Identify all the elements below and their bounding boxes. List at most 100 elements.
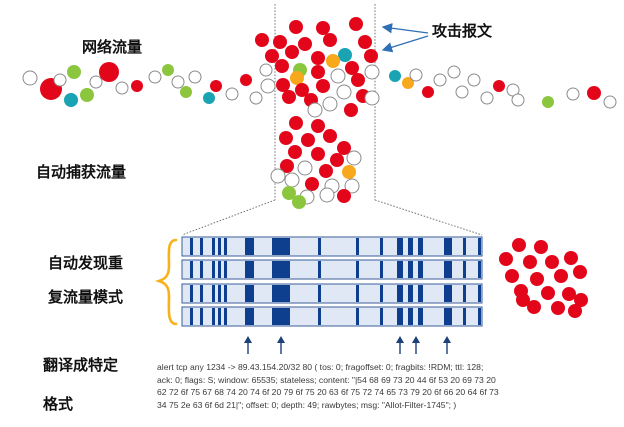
red-packet-dot (587, 86, 601, 100)
white-packet-dot (566, 87, 580, 101)
rule-line: ack: 0; flags: S; window: 65535; statele… (157, 374, 496, 385)
white-packet-dot (260, 78, 276, 94)
red-packet-dot (573, 265, 587, 279)
red-packet-dot (358, 35, 372, 49)
label-attack-packets: 攻击报文 (432, 22, 493, 40)
red-packet-dot (530, 272, 544, 286)
red-packet-dot (564, 251, 578, 265)
packet-byte-mark (418, 261, 423, 278)
packet-byte-mark (478, 285, 481, 302)
packet-byte-mark (418, 308, 423, 325)
label-auto-discover-line1: 自动发现重 (48, 254, 124, 272)
packet-byte-mark (380, 261, 383, 278)
packet-byte-mark (218, 308, 221, 325)
packet-byte-mark (356, 308, 359, 325)
packet-byte-mark (212, 261, 215, 278)
red-packet-dot (279, 131, 293, 145)
white-packet-dot (322, 96, 338, 112)
packet-byte-mark (212, 308, 215, 325)
pattern-up-arrows (244, 336, 451, 354)
packet-byte-mark (272, 261, 290, 278)
packet-byte-mark (218, 261, 221, 278)
red-packet-dot (265, 49, 279, 63)
packet-byte-mark (408, 261, 413, 278)
label-network-traffic: 网络流量 (82, 38, 143, 56)
red-packet-dot (337, 189, 351, 203)
packet-byte-mark (318, 308, 321, 325)
red-packet-dot (345, 61, 359, 75)
packet-byte-mark (463, 308, 466, 325)
packet-byte-mark (245, 261, 254, 278)
packet-byte-mark (444, 238, 452, 255)
red-packet-dot (562, 287, 576, 301)
red-packet-dot (301, 133, 315, 147)
red-packet-dot (282, 90, 296, 104)
callout-arrow-icon (381, 23, 429, 53)
red-packet-dot (351, 73, 365, 87)
red-packet-dot (499, 252, 513, 266)
white-packet-dot (603, 95, 617, 109)
packet-byte-mark (224, 261, 227, 278)
white-packet-dot (171, 75, 185, 89)
white-packet-dot (22, 70, 38, 86)
red-packet-dot (422, 86, 434, 98)
zoom-funnel-lines (181, 199, 483, 236)
red-packet-dot (505, 269, 519, 283)
green-packet-dot (180, 86, 192, 98)
green-packet-dot (282, 186, 296, 200)
green-packet-dot (80, 88, 94, 102)
red-packet-dot (512, 238, 526, 252)
red-packet-dot (534, 240, 548, 254)
packet-byte-mark (418, 285, 423, 302)
red-packet-dot (319, 164, 333, 178)
packet-byte-mark (218, 285, 221, 302)
red-packet-dot (255, 33, 269, 47)
packet-byte-mark (190, 308, 193, 325)
rule-line: alert tcp any 1234 -> 89.43.154.20/32 80… (157, 362, 484, 372)
white-packet-dot (467, 73, 481, 87)
packet-byte-mark (356, 261, 359, 278)
red-packet-dot (240, 74, 252, 86)
label-auto-capture: 自动捕获流量 (36, 163, 127, 181)
white-packet-dot (53, 73, 67, 87)
red-packet-dot (288, 145, 302, 159)
red-packet-dot (516, 293, 530, 307)
rule-line: 34 75 2e 63 6f 6d 21|"; offset: 0; depth… (157, 399, 457, 410)
packet-byte-mark (408, 238, 413, 255)
white-packet-dot (447, 65, 461, 79)
arrow-up-icon (244, 336, 252, 354)
packet-byte-mark (408, 308, 413, 325)
packet-byte-mark (478, 238, 481, 255)
red-packet-dot (337, 141, 351, 155)
packet-byte-mark (200, 308, 203, 325)
white-packet-dot (330, 68, 346, 84)
packet-byte-mark (444, 285, 452, 302)
green-packet-dot (67, 65, 81, 79)
white-packet-dot (433, 73, 447, 87)
packet-byte-mark (397, 308, 403, 325)
packet-byte-mark (418, 238, 423, 255)
red-packet-dot (541, 286, 555, 300)
packet-byte-mark (397, 261, 403, 278)
red-packet-dot (323, 129, 337, 143)
arrow-up-icon (396, 336, 404, 354)
red-packet-dot (99, 62, 119, 82)
red-packet-dot (131, 80, 143, 92)
packet-byte-mark (463, 238, 466, 255)
packet-byte-mark (224, 308, 227, 325)
white-packet-dot (249, 91, 263, 105)
packet-byte-mark (463, 285, 466, 302)
packet-byte-mark (380, 308, 383, 325)
red-packet-dot (493, 80, 505, 92)
packet-byte-mark (397, 285, 403, 302)
red-packet-dot (285, 45, 299, 59)
packet-byte-mark (190, 238, 193, 255)
white-packet-dot (344, 178, 360, 194)
orange-packet-dot (402, 77, 414, 89)
red-packet-dot (275, 59, 289, 73)
arrow-up-icon (412, 336, 420, 354)
red-packet-dot (349, 17, 363, 31)
packet-byte-mark (218, 238, 221, 255)
packet-byte-mark (380, 238, 383, 255)
red-packet-dot (323, 33, 337, 47)
